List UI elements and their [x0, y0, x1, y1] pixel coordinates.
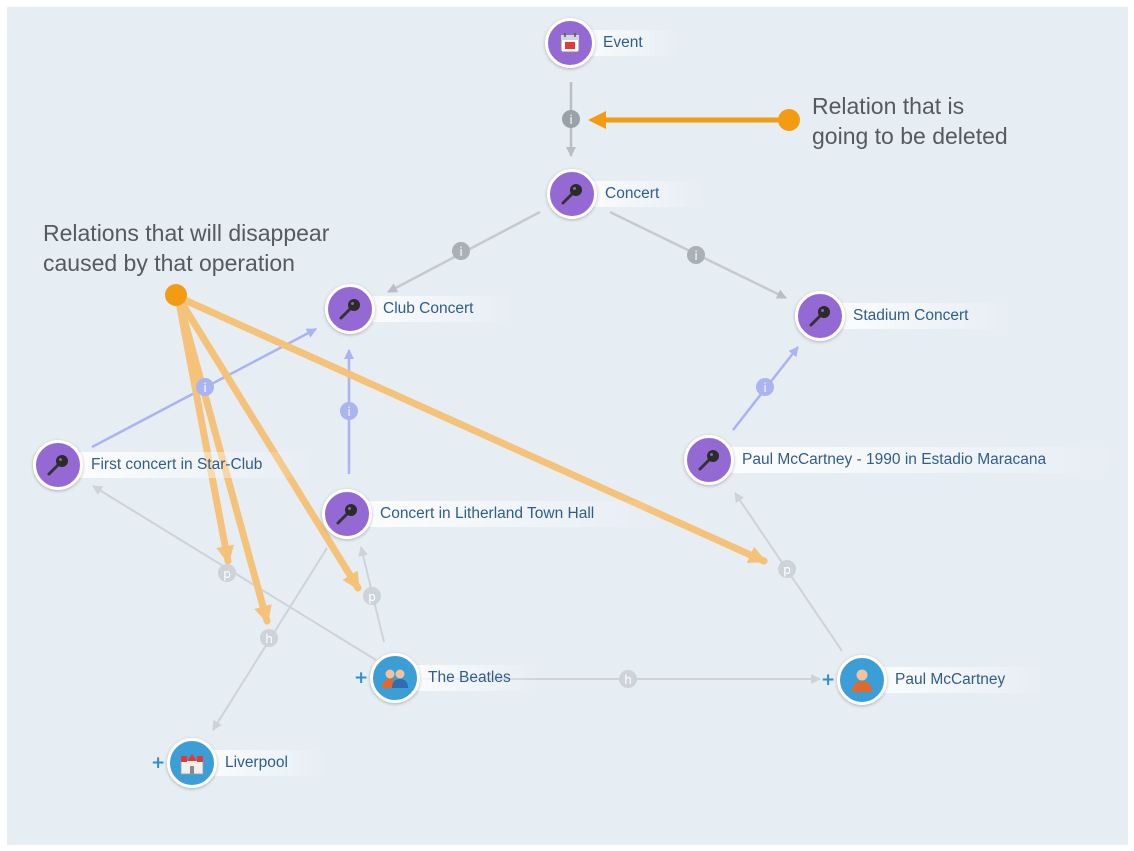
- svg-text:p: p: [368, 590, 376, 604]
- microphone-icon: [33, 440, 83, 490]
- deleted-annotation-dot: [778, 109, 800, 131]
- disappear-relations-annotation: Relations that will disappear caused by …: [43, 218, 329, 278]
- node-paul[interactable]: + Paul McCartney: [821, 655, 1049, 705]
- edge-label-beatles-first[interactable]: p: [218, 564, 236, 582]
- node-stadium-concert[interactable]: Stadium Concert: [795, 291, 1017, 341]
- svg-text:i: i: [694, 249, 697, 263]
- node-liverpool-label: Liverpool: [225, 754, 288, 771]
- svg-text:i: i: [203, 381, 206, 395]
- deleted-relation-annotation: Relation that is going to be deleted: [812, 91, 1008, 151]
- svg-text:i: i: [763, 381, 766, 395]
- microphone-icon: [322, 489, 372, 539]
- node-event-label: Event: [603, 34, 643, 51]
- microphone-icon: [325, 284, 375, 334]
- group-icon: [370, 653, 420, 703]
- node-stadium-concert-label: Stadium Concert: [853, 307, 969, 324]
- edge-label-concert-club[interactable]: i: [452, 242, 470, 260]
- node-first-concert[interactable]: First concert in Star-Club: [33, 440, 320, 490]
- deleted-annotation-line1: Relation that is: [812, 93, 965, 119]
- svg-text:i: i: [459, 245, 462, 259]
- edge-label-beatles-litherland[interactable]: p: [363, 587, 381, 605]
- microphone-icon: [547, 169, 597, 219]
- edge-label-paul1990-stadium[interactable]: i: [756, 378, 774, 396]
- expand-plus-icon[interactable]: +: [821, 670, 836, 690]
- node-concert-label: Concert: [605, 185, 660, 202]
- edge-label-concert-stadium[interactable]: i: [687, 246, 705, 264]
- svg-text:p: p: [223, 567, 231, 581]
- node-concert[interactable]: Concert: [547, 169, 704, 219]
- disappear-annotation-line1: Relations that will disappear: [43, 220, 330, 246]
- microphone-icon: [684, 435, 734, 485]
- graph-canvas[interactable]: [7, 7, 1128, 845]
- disappear-arrow-4: [174, 293, 768, 565]
- node-litherland-label: Concert in Litherland Town Hall: [380, 505, 595, 522]
- node-club-concert[interactable]: Club Concert: [325, 284, 517, 334]
- microphone-icon: [795, 291, 845, 341]
- calendar-icon: [545, 18, 595, 68]
- node-paul-label: Paul McCartney: [895, 671, 1006, 688]
- svg-text:i: i: [569, 113, 572, 127]
- deleted-annotation-line2: going to be deleted: [812, 123, 1008, 149]
- node-beatles-label: The Beatles: [428, 669, 511, 686]
- disappear-annotation-line2: caused by that operation: [43, 250, 295, 276]
- disappear-annotation-dot: [165, 284, 187, 306]
- edge-label-litherland-club[interactable]: i: [340, 402, 358, 420]
- node-paul-1990[interactable]: Paul McCartney - 1990 in Estadio Maracan…: [684, 435, 1126, 485]
- castle-icon: [167, 738, 217, 788]
- svg-text:h: h: [624, 673, 632, 687]
- edge-label-beatles-paul[interactable]: h: [619, 670, 637, 688]
- svg-text:h: h: [265, 632, 273, 646]
- node-liverpool[interactable]: + Liverpool: [151, 738, 329, 788]
- node-litherland[interactable]: Concert in Litherland Town Hall: [322, 489, 664, 539]
- edge-label-paul-paul1990[interactable]: p: [778, 560, 796, 578]
- edge-label-litherland-liverpool[interactable]: h: [260, 629, 278, 647]
- edge-label-first-club[interactable]: i: [196, 378, 214, 396]
- expand-plus-icon[interactable]: +: [151, 753, 166, 773]
- svg-text:i: i: [347, 405, 350, 419]
- node-paul-1990-label: Paul McCartney - 1990 in Estadio Maracan…: [742, 451, 1047, 468]
- person-icon: [837, 655, 887, 705]
- expand-plus-icon[interactable]: +: [354, 668, 369, 688]
- disappear-arrow-1: [174, 293, 235, 565]
- edge-label-event-concert[interactable]: i: [562, 110, 580, 128]
- svg-text:p: p: [783, 563, 791, 577]
- node-event[interactable]: Event: [545, 18, 682, 68]
- node-first-concert-label: First concert in Star-Club: [91, 456, 263, 473]
- node-beatles[interactable]: + The Beatles: [354, 653, 542, 703]
- node-club-concert-label: Club Concert: [383, 300, 474, 317]
- disappear-arrow-3: [174, 293, 362, 592]
